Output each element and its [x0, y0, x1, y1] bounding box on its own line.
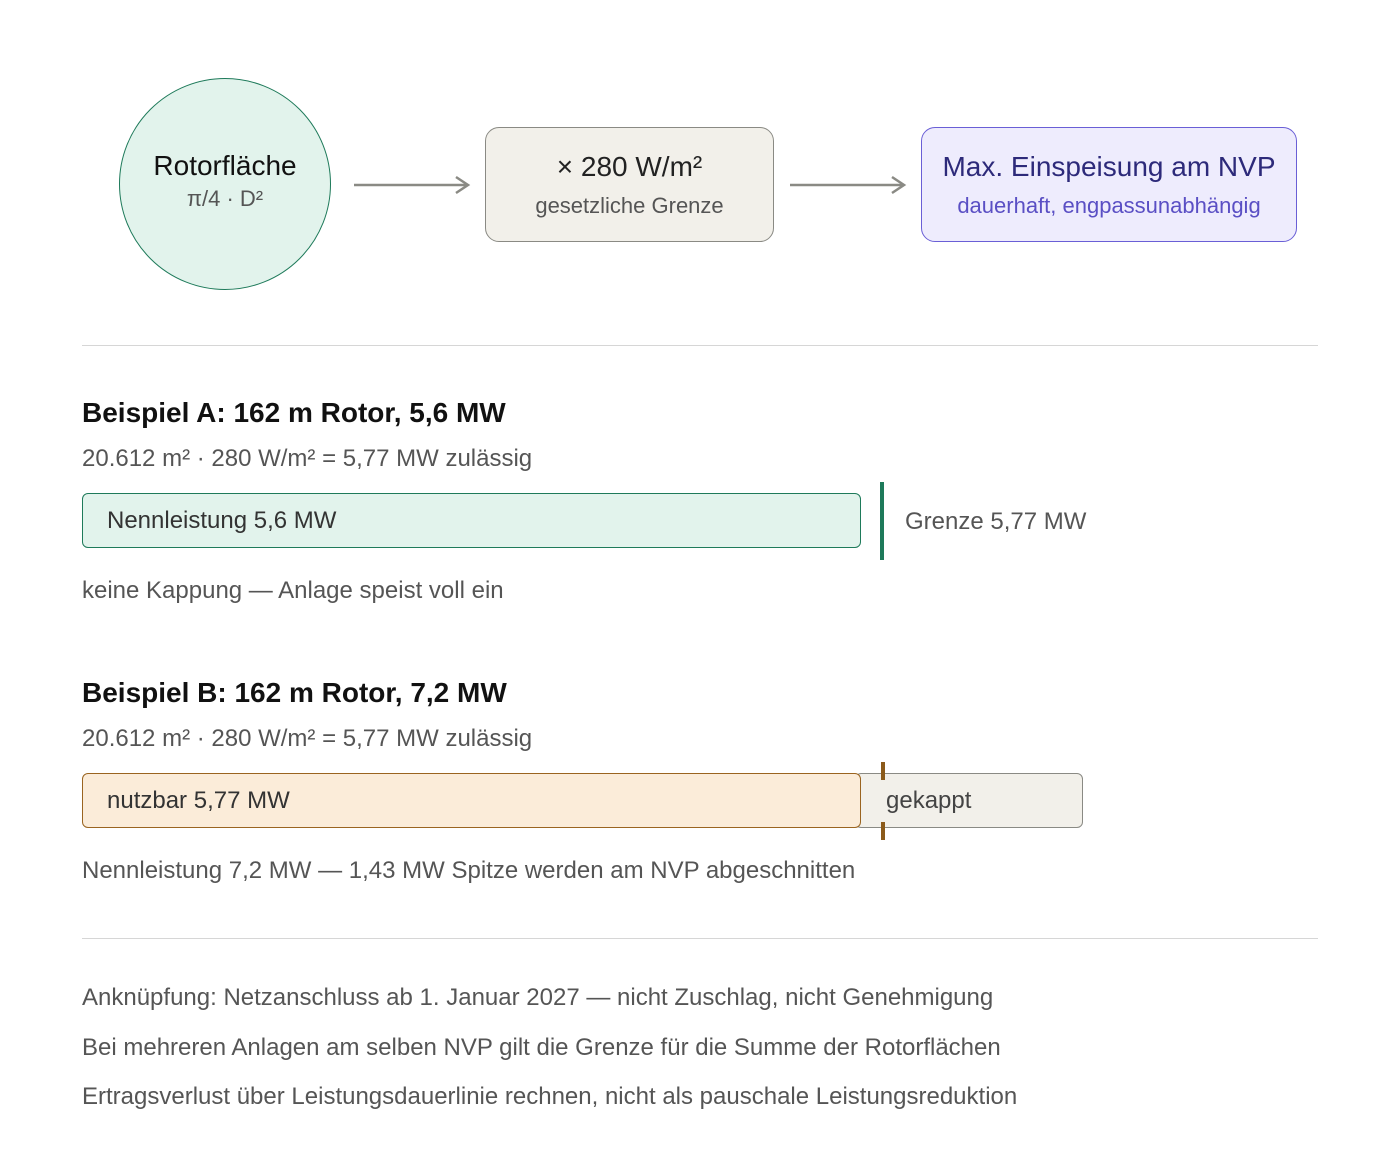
footer-note-connection-date: Anknüpfung: Netzanschluss ab 1. Januar 2… — [82, 984, 994, 1011]
max-feed-in-subtitle: dauerhaft, engpassunabhängig — [957, 192, 1261, 218]
example-a-bar-label: Nennleistung 5,6 MW — [107, 506, 337, 534]
example-a-rated-power-bar: Nennleistung 5,6 MW — [82, 493, 861, 548]
example-b-formula: 20.612 m² · 280 W/m² = 5,77 MW zulässig — [82, 725, 533, 752]
example-b-limit-tick-top — [881, 762, 885, 780]
example-b-bar-label: nutzbar 5,77 MW — [107, 786, 290, 814]
example-a-formula: 20.612 m² · 280 W/m² = 5,77 MW zulässig — [82, 445, 533, 472]
legal-limit-node: × 280 W/m² gesetzliche Grenze — [485, 127, 774, 242]
example-a-limit-marker — [880, 482, 884, 560]
example-a-limit-label: Grenze 5,77 MW — [905, 508, 1087, 535]
legal-limit-title: × 280 W/m² — [556, 150, 703, 182]
footer-note-multiple-plants: Bei mehreren Anlagen am selben NVP gilt … — [82, 1034, 1001, 1061]
arrow-right-icon — [790, 175, 910, 195]
arrow-right-icon — [354, 175, 474, 195]
max-feed-in-node: Max. Einspeisung am NVP dauerhaft, engpa… — [921, 127, 1297, 242]
example-b-cut-label: gekappt — [886, 786, 972, 814]
divider — [82, 345, 1318, 346]
legal-limit-subtitle: gesetzliche Grenze — [535, 192, 724, 218]
rotor-area-node: Rotorfläche π/4 · D² — [119, 78, 331, 290]
rotor-area-formula: π/4 · D² — [186, 186, 264, 211]
rotor-area-title: Rotorfläche — [153, 150, 297, 181]
example-b-title: Beispiel B: 162 m Rotor, 7,2 MW — [82, 677, 507, 708]
example-b-note: Nennleistung 7,2 MW — 1,43 MW Spitze wer… — [82, 857, 856, 884]
example-b-curtailed-bar: gekappt — [855, 773, 1083, 828]
example-b-usable-bar: nutzbar 5,77 MW — [82, 773, 861, 828]
example-a-title: Beispiel A: 162 m Rotor, 5,6 MW — [82, 397, 506, 428]
example-b-limit-tick-bottom — [881, 822, 885, 840]
divider — [82, 938, 1318, 939]
example-a-note: keine Kappung — Anlage speist voll ein — [82, 577, 504, 604]
footer-note-yield-loss: Ertragsverlust über Leistungsdauerlinie … — [82, 1083, 1018, 1110]
max-feed-in-title: Max. Einspeisung am NVP — [942, 150, 1276, 182]
